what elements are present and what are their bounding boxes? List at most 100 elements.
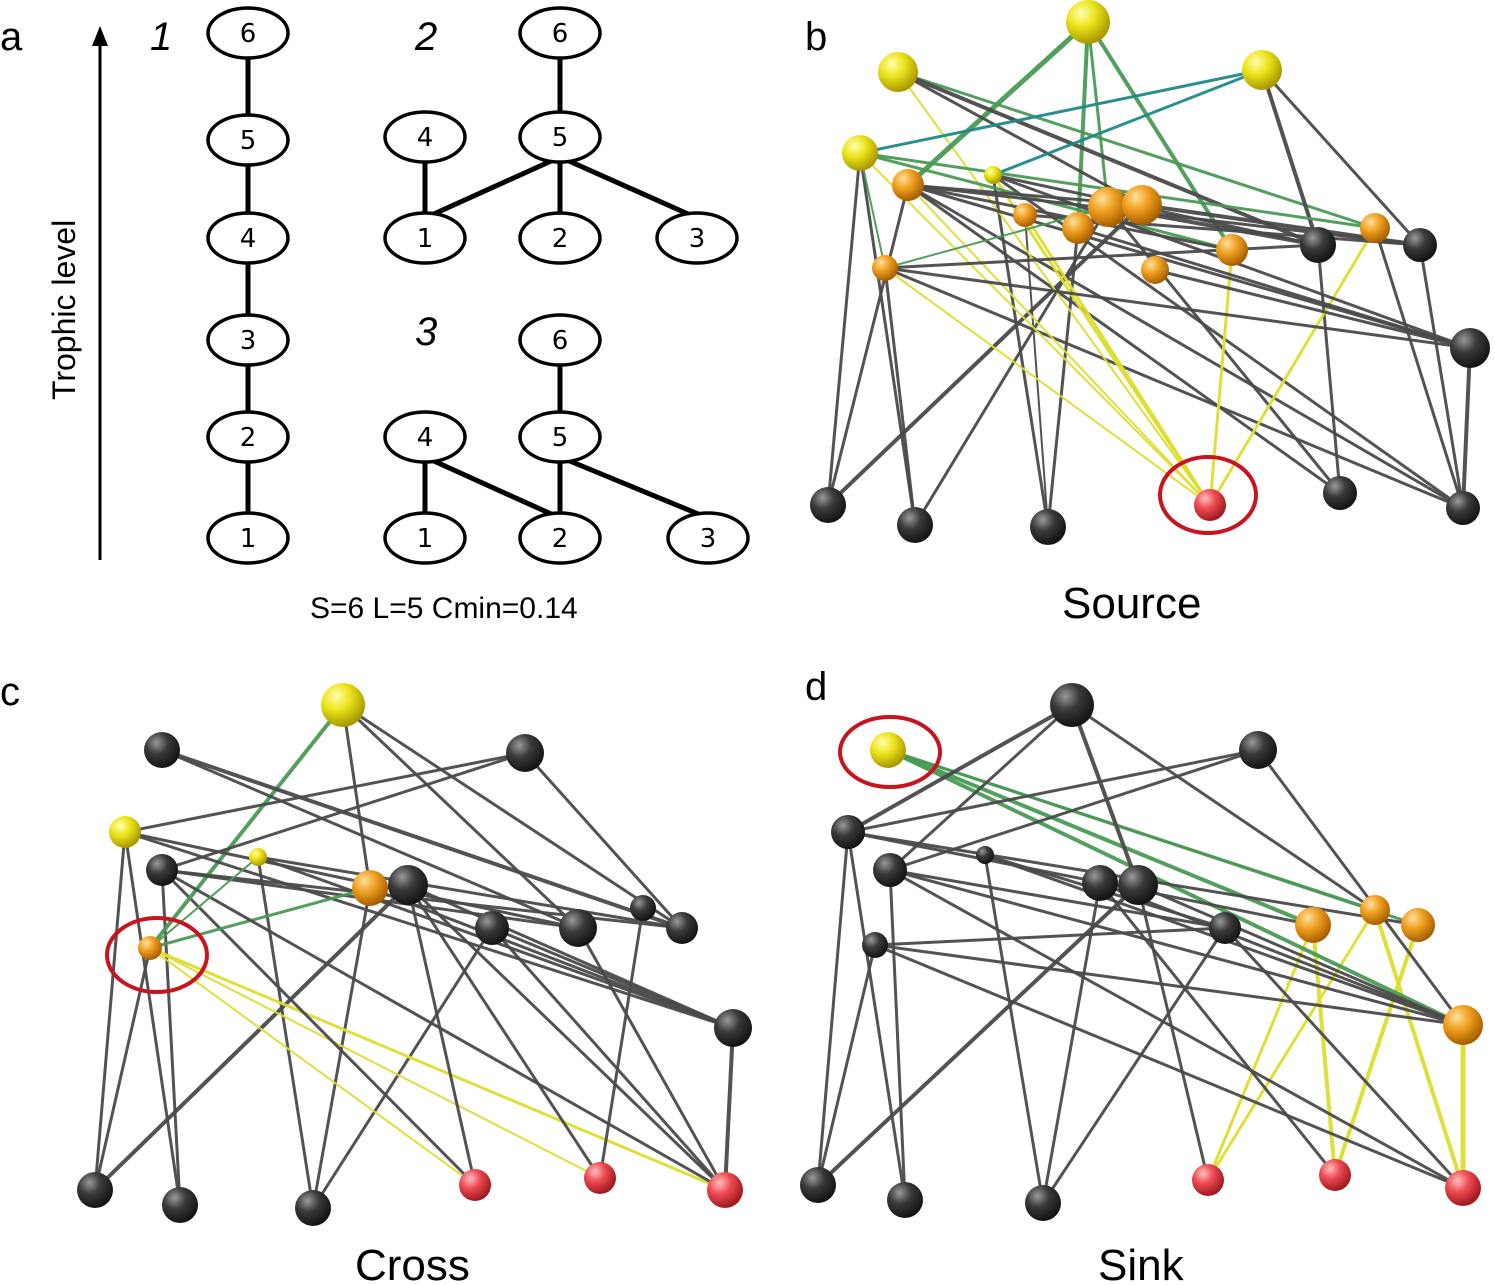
species-node xyxy=(518,410,602,464)
links xyxy=(816,703,1466,1205)
species-ball xyxy=(872,255,898,281)
species-ball xyxy=(1401,908,1435,942)
network-link xyxy=(1136,883,1465,1027)
network-link xyxy=(123,830,580,930)
nodes xyxy=(810,0,1490,545)
network-link xyxy=(148,946,727,1192)
nodes xyxy=(77,683,752,1226)
species-ball xyxy=(984,166,1002,184)
highlight-ring xyxy=(105,916,209,994)
species-node xyxy=(206,6,290,60)
species-node xyxy=(383,110,467,164)
species-ball xyxy=(1319,1159,1351,1191)
species-node-label: 4 xyxy=(417,423,434,453)
web-number-2: 2 xyxy=(414,15,437,59)
species-node xyxy=(206,410,290,464)
network-link xyxy=(846,703,1074,834)
network-link xyxy=(896,70,1377,230)
network-link xyxy=(1098,881,1465,1027)
network-link xyxy=(888,868,1227,930)
network-link xyxy=(883,266,1465,510)
species-ball xyxy=(666,912,698,944)
network-link xyxy=(160,868,182,1207)
panel-d-network xyxy=(800,683,1483,1221)
network-link xyxy=(873,943,1465,1027)
species-ball xyxy=(1141,256,1169,284)
panel-letter-a: a xyxy=(0,15,23,59)
network-link xyxy=(816,943,877,1187)
network-link xyxy=(1076,20,1090,230)
network-link xyxy=(149,947,476,1186)
species-ball xyxy=(842,135,878,171)
species-node-label: 3 xyxy=(689,224,706,254)
species-ball xyxy=(144,732,180,768)
network-link xyxy=(906,183,1342,495)
species-node xyxy=(383,211,467,265)
params-label: S=6 L=5 Cmin=0.14 xyxy=(310,592,578,625)
network-link xyxy=(1086,20,1234,252)
trophic-axis-arrowhead xyxy=(92,26,108,46)
network-link xyxy=(1070,703,1140,887)
network-link xyxy=(93,830,127,1192)
species-ball xyxy=(1122,185,1162,225)
network-link xyxy=(859,152,1211,506)
species-ball xyxy=(1062,212,1094,244)
network-link xyxy=(341,703,372,890)
species-node xyxy=(383,511,467,565)
species-ball xyxy=(714,1009,752,1047)
network-link xyxy=(858,151,917,527)
network-link xyxy=(1333,923,1420,1177)
species-ball xyxy=(1088,187,1128,227)
network-link xyxy=(311,926,494,1210)
species-ball xyxy=(1192,1164,1224,1196)
species-ball xyxy=(162,1187,198,1223)
species-node-label: 5 xyxy=(552,123,569,153)
network-link xyxy=(160,868,727,1192)
species-ball xyxy=(1030,509,1066,545)
network-link xyxy=(886,748,1465,1027)
species-ball xyxy=(1050,683,1094,727)
network-link xyxy=(149,947,601,1179)
species-node xyxy=(206,113,290,167)
network-link xyxy=(826,203,1144,507)
species-node xyxy=(655,211,739,265)
network-link xyxy=(1208,248,1234,507)
species-ball xyxy=(873,853,907,887)
species-node-label: 6 xyxy=(552,326,569,356)
network-link xyxy=(368,886,735,1030)
species-node xyxy=(518,110,602,164)
trophic-link xyxy=(558,154,699,221)
highlight-ring xyxy=(1158,455,1258,535)
species-node-label: 2 xyxy=(240,423,257,453)
network-link xyxy=(93,946,152,1192)
species-ball xyxy=(1323,476,1357,510)
network-link xyxy=(523,751,684,930)
species-ball xyxy=(1445,1170,1481,1206)
network-link xyxy=(896,70,1144,207)
network-link xyxy=(148,886,372,950)
network-link xyxy=(598,906,645,1180)
species-node-label: 3 xyxy=(700,524,717,554)
network-link xyxy=(148,703,345,950)
trophic-axis-label: Trophic level xyxy=(46,220,82,400)
web-number-3: 3 xyxy=(415,310,437,354)
network-link xyxy=(1260,68,1422,247)
species-ball xyxy=(1403,228,1437,262)
panel-c-network xyxy=(77,683,752,1226)
species-ball xyxy=(1450,328,1490,368)
network-link xyxy=(406,883,727,1192)
species-ball xyxy=(1446,491,1480,525)
network-link xyxy=(858,68,1264,155)
species-ball xyxy=(887,1182,923,1218)
network-link xyxy=(816,830,850,1187)
network-link xyxy=(723,1026,735,1192)
links xyxy=(826,19,1472,529)
network-link xyxy=(1041,926,1227,1205)
species-node-label: 5 xyxy=(552,423,569,453)
species-ball xyxy=(1025,1185,1061,1221)
species-node xyxy=(206,511,290,565)
network-link xyxy=(311,886,372,1210)
species-node xyxy=(518,211,602,265)
network-link xyxy=(160,868,477,1187)
